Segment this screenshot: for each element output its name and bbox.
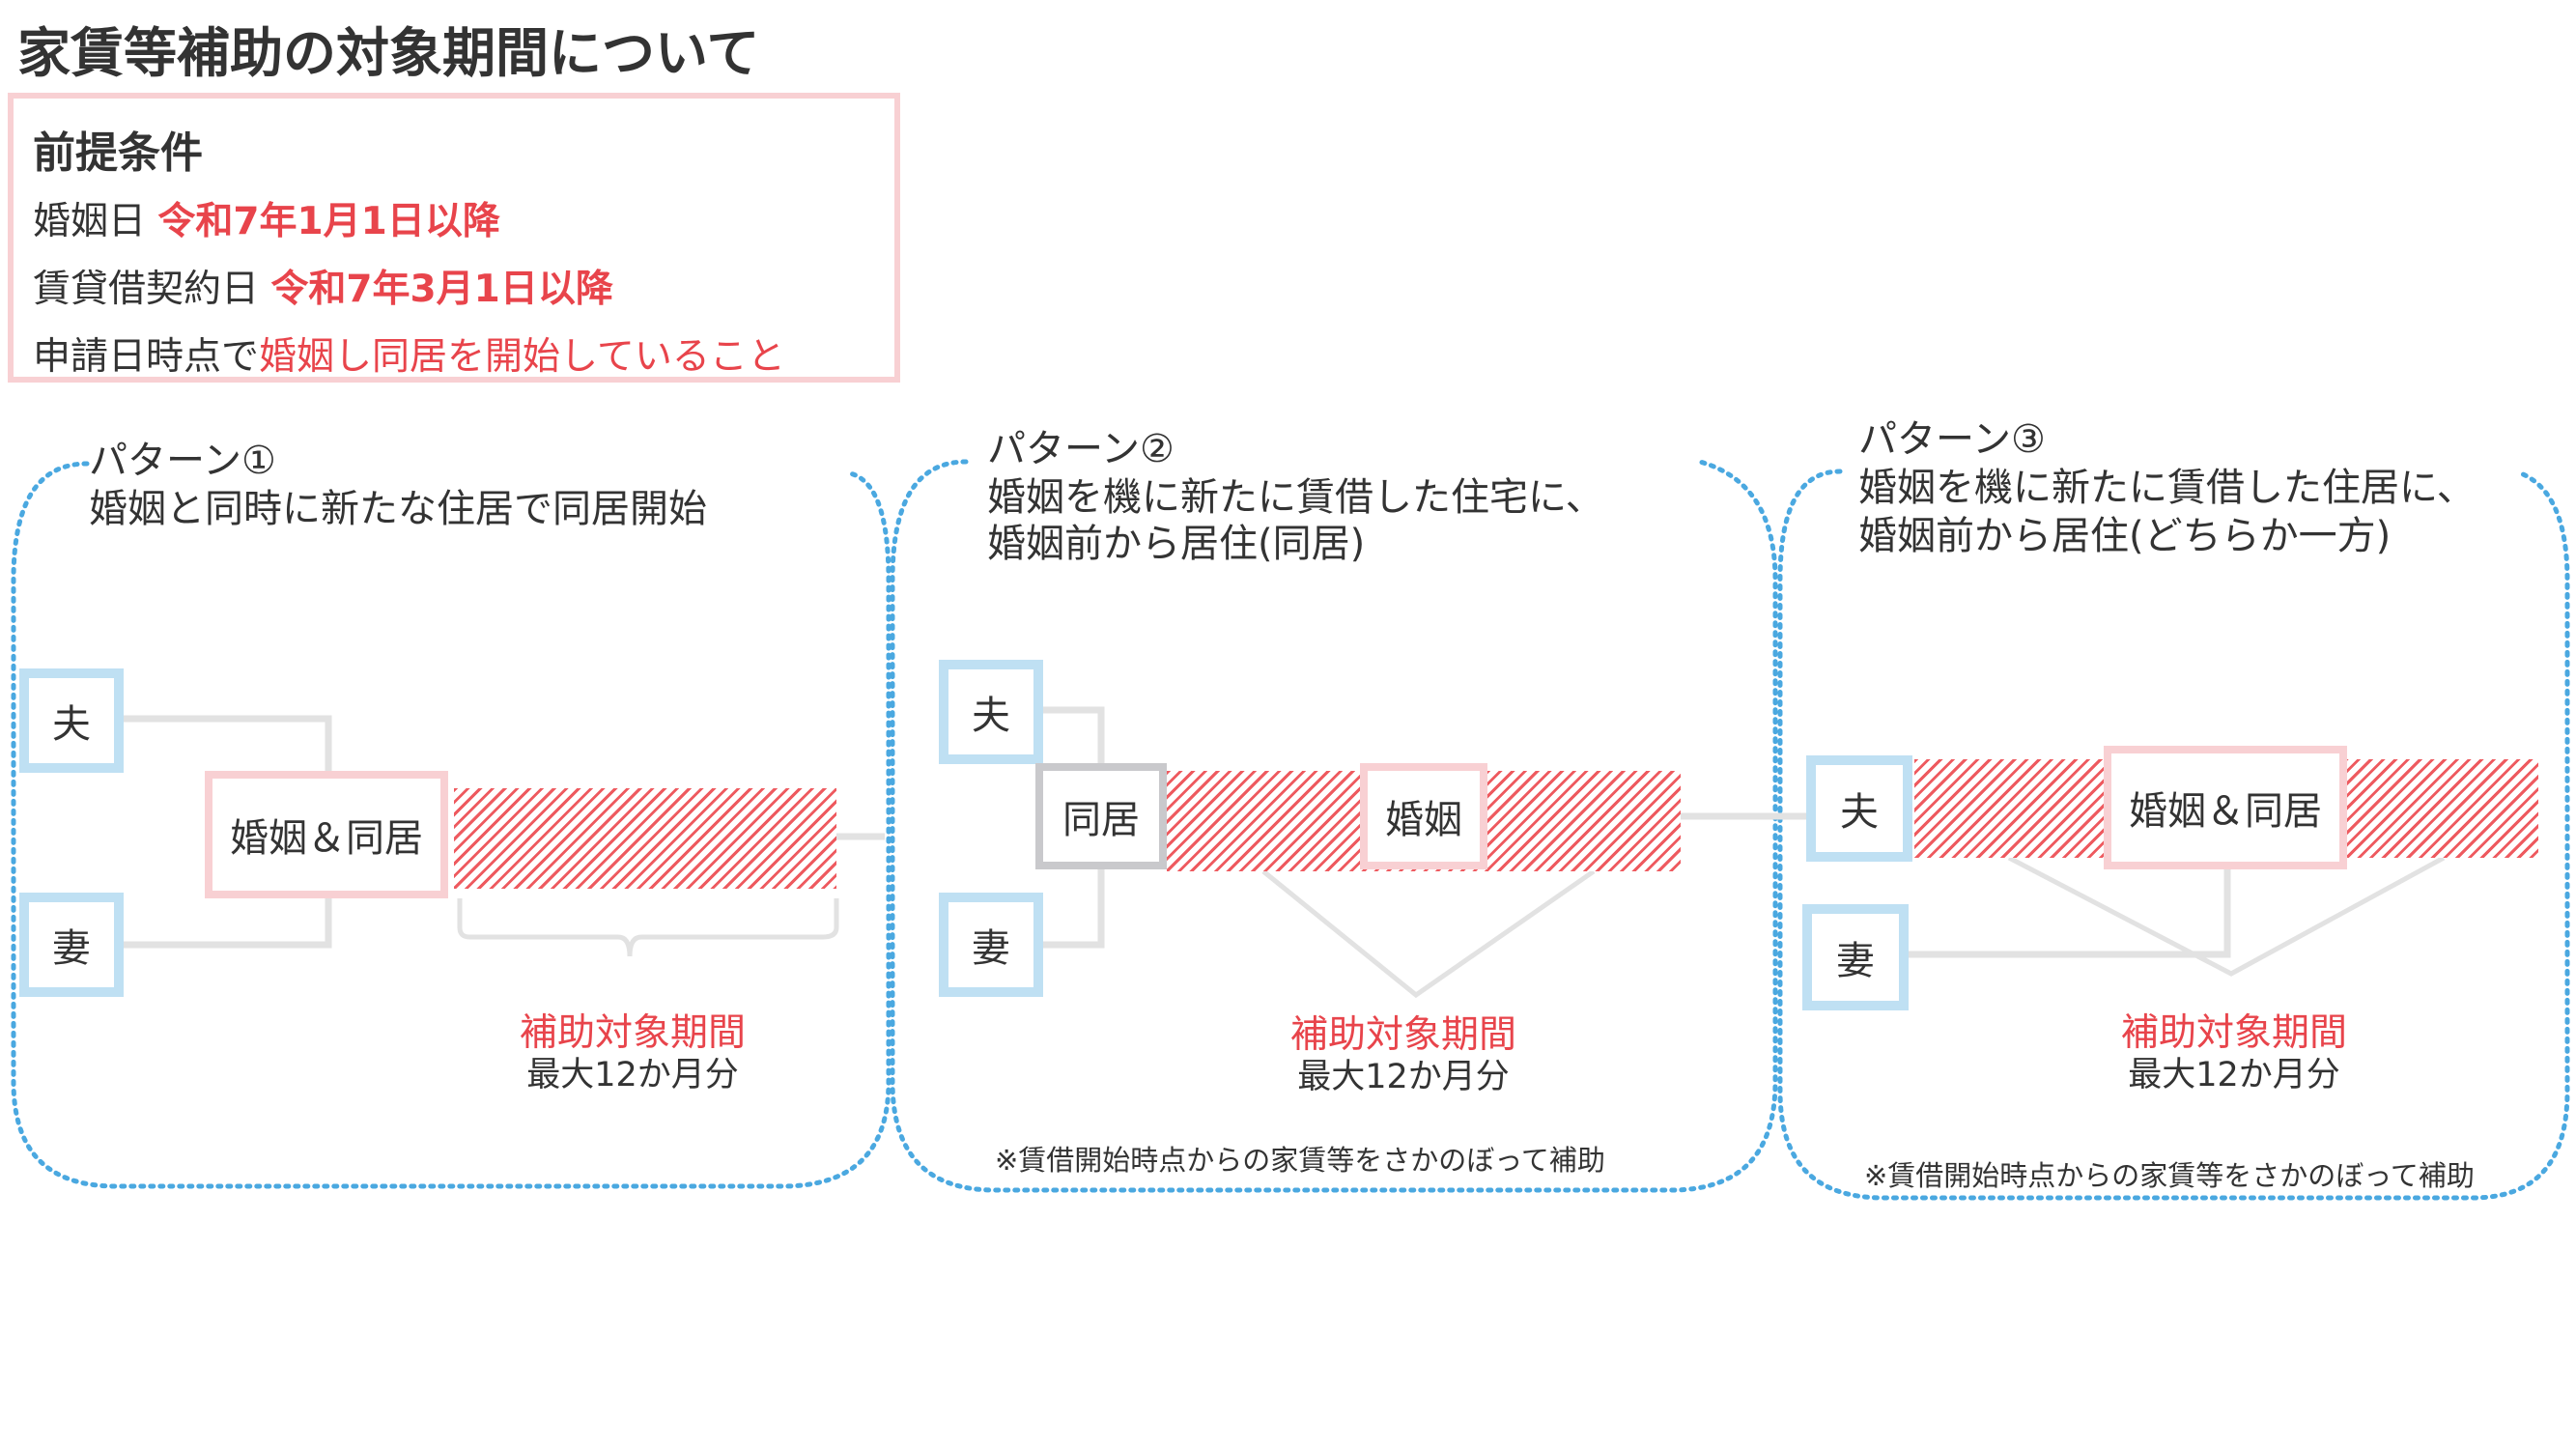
condition-label: 婚姻日 xyxy=(33,200,158,243)
pattern2-frame xyxy=(890,459,1778,1193)
wife-label: 妻 xyxy=(972,926,1010,971)
condition-value: 令和7年1月1日以降 xyxy=(157,200,500,243)
p3-wife-connector xyxy=(1903,869,2231,958)
pattern3-husband-box: 夫 xyxy=(1806,755,1912,862)
husband-label: 夫 xyxy=(972,694,1010,738)
condition-label: 賃貸借契約日 xyxy=(33,268,271,311)
event-label: 婚姻＆同居 xyxy=(230,816,423,861)
pattern3-period-max: 最大12か月分 xyxy=(2128,1056,2340,1094)
p1-husband-connector xyxy=(124,715,332,773)
pattern3-title: パターン③ xyxy=(1858,417,2046,462)
wife-label: 妻 xyxy=(1836,939,1875,983)
pattern1-period-label: 補助対象期間 xyxy=(519,1011,746,1055)
p3-period-v xyxy=(2007,855,2446,977)
p2-wife-connector xyxy=(1043,867,1105,949)
pattern3-desc-line1: 婚姻を機に新たに賃借した住居に、 xyxy=(1858,466,2476,510)
pattern1-title: パターン① xyxy=(89,439,276,483)
condition-value: 令和7年3月1日以降 xyxy=(270,268,613,311)
condition-lease-date: 賃貸借契約日 令和7年3月1日以降 xyxy=(33,259,613,313)
pattern3-period-label: 補助対象期間 xyxy=(2120,1011,2347,1055)
pattern2-cohab-box: 同居 xyxy=(1035,763,1167,869)
pattern2-wife-box: 妻 xyxy=(939,893,1043,997)
pattern2-period-label: 補助対象期間 xyxy=(1289,1013,1516,1057)
conditions-box: 前提条件 婚姻日 令和7年1月1日以降 賃貸借契約日 令和7年3月1日以降 申請… xyxy=(8,93,900,383)
cohab-label: 同居 xyxy=(1062,798,1140,842)
event-label: 婚姻 xyxy=(1385,798,1462,842)
pattern1-marriage-cohab-box: 婚姻＆同居 xyxy=(205,771,448,898)
page-title: 家賃等補助の対象期間について xyxy=(17,22,760,84)
pattern2-husband-box: 夫 xyxy=(939,660,1043,764)
pattern2-desc-line1: 婚姻を機に新たに賃借した住宅に、 xyxy=(987,475,1604,520)
condition-value: 婚姻し同居を開始していること xyxy=(259,335,785,379)
pattern1-subsidy-bar xyxy=(454,788,836,889)
pattern1-desc-line1: 婚姻と同時に新たな住居で同居開始 xyxy=(89,487,707,531)
pattern1-husband-box: 夫 xyxy=(19,668,124,773)
pattern3-desc-line2: 婚姻前から居住(どちらか一方) xyxy=(1858,514,2392,558)
husband-label: 夫 xyxy=(52,702,91,747)
pattern3-note: ※賃借開始時点からの家賃等をさかのぼって補助 xyxy=(1864,1159,2475,1192)
wife-label: 妻 xyxy=(52,926,91,971)
conditions-heading: 前提条件 xyxy=(33,128,203,178)
pattern2-period-max: 最大12か月分 xyxy=(1297,1058,1510,1096)
pattern2-title: パターン② xyxy=(987,427,1175,471)
p1-brace xyxy=(457,898,839,957)
pattern3-frame xyxy=(1777,469,2570,1201)
condition-application: 申請日時点で婚姻し同居を開始していること xyxy=(33,327,785,381)
event-label: 婚姻＆同居 xyxy=(2129,789,2322,834)
pattern2-desc-line2: 婚姻前から居住(同居) xyxy=(987,522,1366,566)
p1-wife-connector xyxy=(124,893,332,949)
p2-husband-connector xyxy=(1043,706,1105,765)
p2-period-v xyxy=(1261,868,1596,999)
condition-marriage-date: 婚姻日 令和7年1月1日以降 xyxy=(33,191,500,245)
pattern3-marriage-cohab-box: 婚姻＆同居 xyxy=(2104,746,2347,869)
pattern2-marriage-box: 婚姻 xyxy=(1360,763,1487,869)
husband-label: 夫 xyxy=(1840,790,1879,835)
pattern1-frame xyxy=(11,461,892,1189)
condition-label: 申請日時点で xyxy=(33,335,260,379)
pattern2-note: ※賃借開始時点からの家賃等をさかのぼって補助 xyxy=(995,1144,1605,1177)
pattern3-wife-box: 妻 xyxy=(1802,904,1909,1010)
pattern1-period-max: 最大12か月分 xyxy=(526,1056,739,1094)
pattern1-wife-box: 妻 xyxy=(19,893,124,997)
